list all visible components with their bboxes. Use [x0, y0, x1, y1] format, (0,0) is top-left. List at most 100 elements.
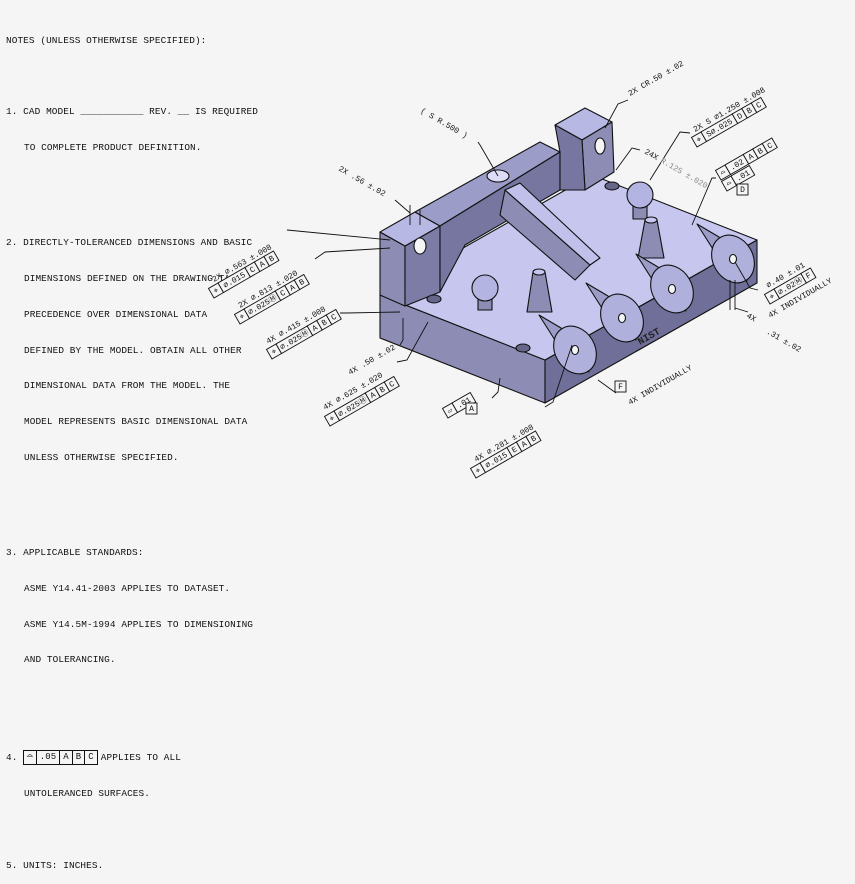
- fcf-text: D: [736, 112, 745, 122]
- fcf-cell: [525, 430, 542, 447]
- width-dim-31: .31 ±.02: [765, 328, 803, 355]
- fcf-text: B: [756, 147, 765, 157]
- hole: [604, 181, 620, 191]
- fcf-text: A: [258, 260, 267, 270]
- width-dim-50: 4X .50 ±.02: [347, 343, 397, 377]
- feature-control-frame: ⌓.01: [720, 164, 756, 192]
- fcf-text: A: [288, 283, 297, 293]
- feature-control-frame: ▱.01: [441, 391, 477, 419]
- gdt-symbol-icon: ⌖: [474, 466, 483, 476]
- datum-f-note: 4X INDIVIDUALLY: [627, 364, 694, 408]
- note-line: UNLESS OTHERWISE SPECIFIED.: [24, 451, 179, 463]
- note-line: TO COMPLETE PRODUCT DEFINITION.: [24, 142, 202, 154]
- fcf-text: B: [320, 318, 329, 328]
- gdt-symbol-icon: ⌖: [768, 292, 777, 302]
- rib-top: [504, 182, 601, 266]
- radius-dim: R.125 ±.020: [659, 157, 709, 191]
- hole: [515, 343, 531, 353]
- note-line: DIMENSIONAL DATA FROM THE MODEL. THE: [24, 380, 231, 392]
- upright-front: [554, 124, 586, 191]
- fcf-text: C: [388, 380, 397, 390]
- fcf-cell: [263, 250, 280, 267]
- hole: [594, 137, 606, 155]
- hole: [617, 312, 627, 324]
- fcf-text: D: [740, 186, 745, 195]
- note-line: 3. APPLICABLE STANDARDS:: [6, 547, 144, 559]
- datum-feature-box: A: [465, 402, 478, 415]
- hole: [413, 237, 427, 255]
- datum: C: [88, 751, 94, 762]
- note-line: APPLIES TO ALL: [100, 751, 181, 763]
- profile-surface-icon: ⌓: [24, 750, 37, 764]
- fcf-text: B: [378, 385, 387, 395]
- fcf-text: E: [511, 445, 520, 455]
- fcf-text: F: [805, 271, 814, 281]
- fcf-cell: [761, 137, 778, 154]
- fcf-text: A: [369, 391, 378, 401]
- gdt-symbol-icon: ⌖: [695, 135, 704, 145]
- gdt-symbol-icon: ⌓: [719, 168, 728, 178]
- note-line: UNTOLERANCED SURFACES.: [24, 788, 150, 800]
- cone-top: [644, 216, 658, 224]
- hole: [728, 253, 738, 265]
- note-line: ASME Y14.5M-1994 APPLIES TO DIMENSIONING: [24, 618, 254, 630]
- gdt-symbol-icon: ⌖: [238, 312, 247, 322]
- fcf-text: C: [249, 265, 258, 275]
- cone-top: [532, 268, 546, 276]
- note-line: ASME Y14.41-2003 APPLIES TO DATASET.: [24, 582, 231, 594]
- fcf-cell: [465, 402, 478, 415]
- datum: B: [73, 750, 86, 764]
- fcf-text: B: [298, 278, 307, 288]
- note-line: AND TOLERANCING.: [24, 654, 116, 666]
- leader-lines: [286, 99, 759, 408]
- fcf-cell: [750, 96, 767, 114]
- fcf-cell: [736, 183, 749, 196]
- tolerance: .05: [37, 750, 61, 764]
- note-line: 1. CAD MODEL ___________ REV. __ IS REQU…: [6, 106, 258, 118]
- note-1: 1. CAD MODEL ___________ REV. __ IS REQU…: [6, 83, 258, 178]
- note-line: DEFINED BY THE MODEL. OBTAIN ALL OTHER: [24, 344, 242, 356]
- hole: [426, 294, 442, 304]
- datum-feature-box: F: [614, 380, 627, 393]
- fcf-text: C: [766, 141, 775, 151]
- fcf-text: A: [747, 152, 756, 162]
- gdt-symbol-icon: ⌖: [270, 347, 279, 357]
- fcf-text: C: [330, 313, 339, 323]
- fcf-cell: [293, 273, 310, 291]
- note-number: 4.: [6, 751, 18, 763]
- notes-heading: NOTES (UNLESS OTHERWISE SPECIFIED):: [6, 34, 207, 46]
- sphere-radius-ref: ( S R.500 ): [419, 107, 469, 141]
- width-count: 4X: [745, 312, 758, 325]
- fcf-cell: [800, 267, 817, 284]
- note-2: 2. DIRECTLY-TOLERANCED DIMENSIONS AND BA…: [6, 214, 258, 488]
- cad-model-view: NIST 2X CR.50 ±.02 2X S ⌀1.250 ±.008 ⌖S⌀…: [207, 59, 834, 479]
- datum-feature-box: D: [736, 183, 749, 196]
- hole: [570, 344, 580, 356]
- fcf-text: F: [618, 383, 623, 392]
- fcf-cell: [383, 375, 400, 393]
- radius-count: 24X: [643, 148, 660, 163]
- width-dim-56: 2X .56 ±.02: [337, 165, 387, 199]
- fcf-cell: [614, 380, 627, 393]
- part-model: NIST: [379, 107, 758, 404]
- fcf-text: B: [745, 106, 754, 116]
- gdt-symbol-icon: ⌖: [328, 414, 337, 424]
- sphere-locator: [471, 274, 499, 302]
- datum: A: [60, 750, 73, 764]
- sphere-locator: [626, 181, 654, 209]
- hole: [667, 283, 677, 295]
- fcf-cell: [730, 164, 756, 187]
- note-line: 2. DIRECTLY-TOLERANCED DIMENSIONS AND BA…: [6, 237, 253, 249]
- fcf-text: C: [755, 101, 764, 111]
- fcf-cell: [325, 308, 342, 326]
- note-3: 3. APPLICABLE STANDARDS: ASME Y14.41-200…: [6, 523, 258, 690]
- fcf-text: A: [311, 324, 320, 334]
- fcf-text: B: [530, 434, 539, 444]
- fcf-text: C: [279, 289, 288, 299]
- fcf-text: B: [268, 254, 277, 264]
- note-line: MODEL REPRESENTS BASIC DIMENSIONAL DATA: [24, 416, 248, 427]
